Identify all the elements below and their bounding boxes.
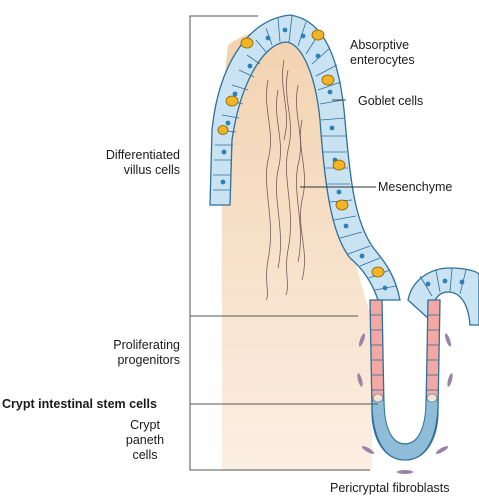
leader-lines (300, 99, 376, 188)
adjacent-villus (407, 267, 479, 326)
villus-nuclei (220, 27, 465, 291)
label-absorptive-enterocytes: Absorptive enterocytes (350, 38, 415, 68)
label-absorptive-line1: Absorptive (350, 38, 410, 52)
stem-cells (372, 393, 438, 403)
label-mesenchyme: Mesenchyme (378, 180, 453, 194)
label-differentiated-line2: villus cells (123, 163, 180, 177)
villus-epithelium (209, 14, 401, 301)
label-goblet-cells: Goblet cells (358, 94, 424, 108)
label-differentiated-line1: Differentiated (105, 148, 180, 162)
label-proliferating-line1: Proliferating (113, 338, 180, 352)
label-paneth-line2: paneth (125, 433, 165, 447)
mesenchyme-region (222, 31, 372, 471)
label-proliferating-line2: progenitors (117, 353, 180, 367)
label-crypt-paneth-cells: Crypt paneth cells (110, 418, 180, 463)
villus-cells (213, 15, 467, 297)
mesenchyme-fibers (265, 59, 305, 301)
label-differentiated-villus-cells: Differentiated villus cells (60, 148, 180, 178)
label-pericryptal-fibroblasts: Pericryptal fibroblasts (330, 481, 450, 495)
label-paneth-line3: cells (132, 448, 158, 462)
region-brackets (189, 15, 378, 471)
fibroblast-icon (357, 333, 453, 474)
goblet-cell-icon (217, 29, 385, 278)
label-absorptive-line2: enterocytes (350, 53, 415, 67)
label-crypt-stem-cells: Crypt intestinal stem cells (2, 397, 157, 411)
label-paneth-line1: Crypt (130, 418, 160, 432)
crypt-cells (371, 314, 439, 391)
crypt-base-paneth (371, 399, 439, 461)
label-proliferating-progenitors: Proliferating progenitors (60, 338, 180, 368)
